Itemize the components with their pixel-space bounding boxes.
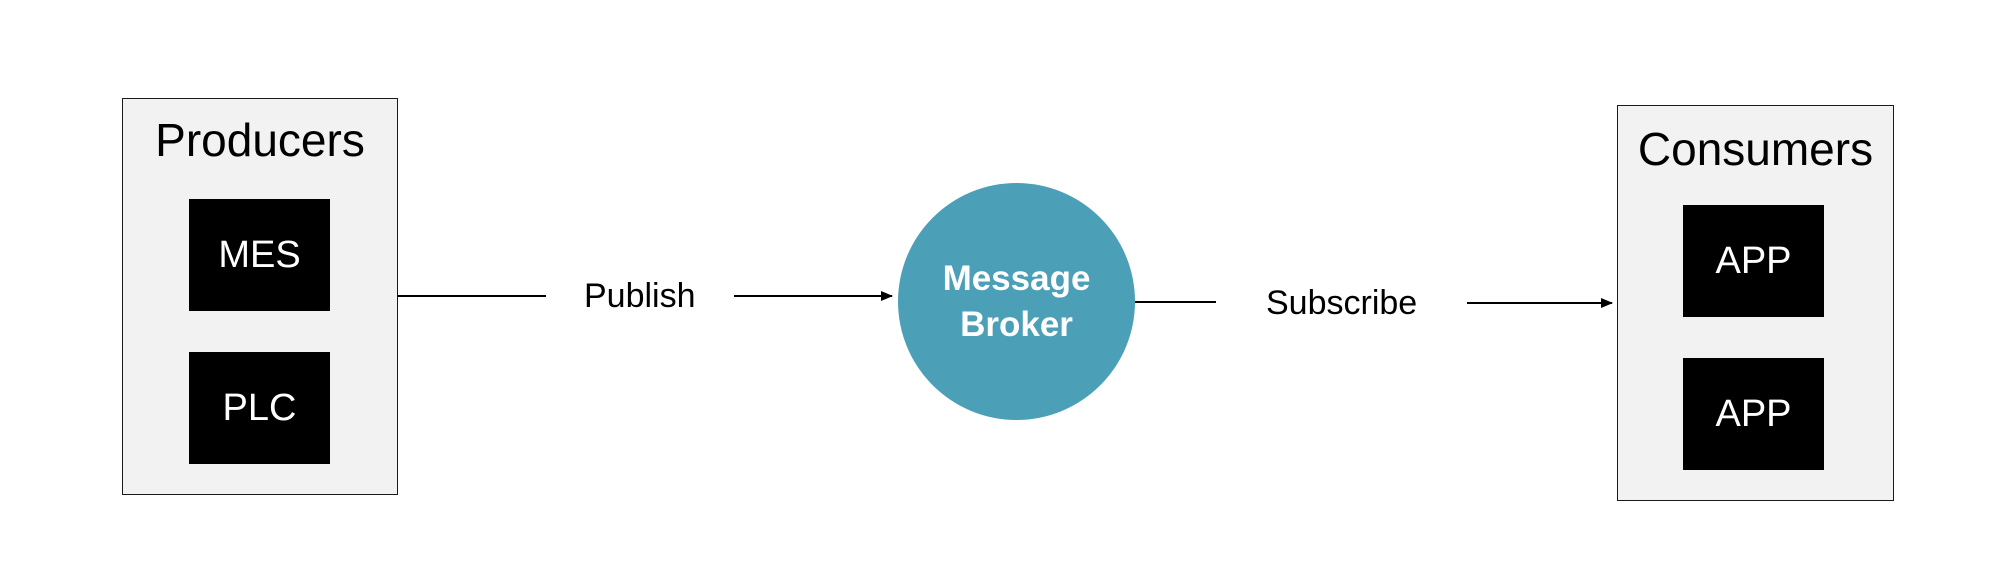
publish-label: Publish — [584, 277, 696, 315]
producers-title: Producers — [155, 114, 365, 166]
consumer-node-app-2: APP — [1683, 358, 1824, 470]
consumers-title: Consumers — [1637, 123, 1874, 175]
message-broker-label: Message Broker — [942, 259, 1091, 344]
message-broker-node: Message Broker — [898, 183, 1135, 420]
producers-group: Producers MES PLC — [122, 98, 398, 495]
consumers-group: Consumers APP APP — [1617, 105, 1894, 501]
producer-node-mes: MES — [189, 199, 330, 311]
producer-node-plc: PLC — [189, 352, 330, 464]
subscribe-label: Subscribe — [1266, 284, 1418, 322]
consumer-node-app-1: APP — [1683, 205, 1824, 317]
